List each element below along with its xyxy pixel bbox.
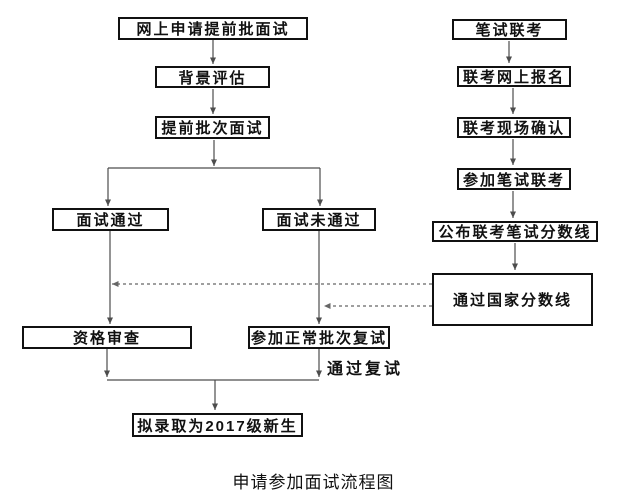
- diagram-caption: 申请参加面试流程图: [232, 473, 395, 492]
- node-interview-pass: 面试通过: [52, 208, 169, 231]
- node-early-interview: 提前批次面试: [155, 116, 270, 139]
- node-score-line: 公布联考笔试分数线: [432, 221, 598, 242]
- edge-label-retest-pass: 通过复试: [327, 361, 404, 378]
- node-online-apply: 网上申请提前批面试: [118, 17, 308, 40]
- node-admission: 拟录取为2017级新生: [132, 413, 303, 437]
- dashed-connectors: [112, 281, 432, 309]
- node-take-exam: 参加笔试联考: [457, 168, 571, 190]
- node-exam-confirm: 联考现场确认: [457, 117, 571, 138]
- node-exam-register: 联考网上报名: [457, 66, 571, 87]
- node-written-exam: 笔试联考: [452, 19, 567, 40]
- node-interview-fail: 面试未通过: [262, 208, 376, 231]
- node-normal-retest: 参加正常批次复试: [248, 326, 390, 349]
- node-background-eval: 背景评估: [155, 66, 270, 88]
- node-national-line: 通过国家分数线: [432, 273, 593, 326]
- node-qualification-review: 资格审查: [22, 326, 192, 349]
